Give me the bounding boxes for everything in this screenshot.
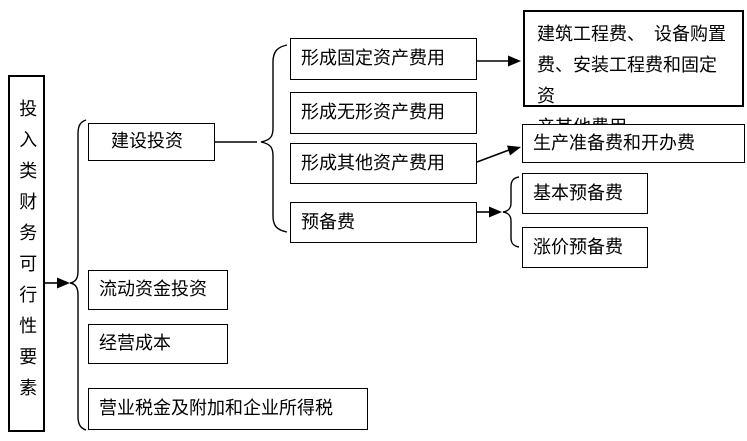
node-construction-equipment-detail: 建筑工程费、 设备购置 费、安装工程费和固定资 产其他费用 [523,10,744,137]
node-label: 形成无形资产费用 [301,102,445,123]
node-business-tax-and-income-tax: 营业税金及附加和企业所得税 [88,388,368,430]
node-label: 经营成本 [99,333,171,354]
node-working-capital-investment: 流动资金投资 [88,270,228,310]
node-basic-reserve-fee: 基本预备费 [522,173,648,214]
arrow-other-to-production [476,145,521,163]
node-reserve-fee: 预备费 [290,202,477,243]
node-label: 流动资金投资 [99,279,207,300]
arrow-fixed-to-detail [477,55,521,67]
node-root-input-feasibility: 投入类财务可行性要素 [8,75,45,432]
node-label: 形成固定资产费用 [301,48,445,69]
node-label: 形成其他资产费用 [301,152,445,173]
node-fixed-asset-cost: 形成固定资产费用 [290,38,477,80]
node-price-increase-reserve-fee: 涨价预备费 [522,227,648,268]
brace-construction [260,44,288,233]
node-operating-cost: 经营成本 [88,324,228,364]
node-other-asset-cost: 形成其他资产费用 [290,143,477,184]
node-construction-investment: 建设投资 [88,123,215,161]
brace-reserve [502,176,520,248]
node-label: 建设投资 [111,131,183,152]
node-label: 涨价预备费 [533,236,623,257]
brace-root [69,119,87,431]
arrow-root-to-brace [45,277,70,289]
node-root-label: 投入类财务可行性要素 [17,98,38,409]
node-intangible-asset-cost: 形成无形资产费用 [290,92,477,134]
node-label: 生产准备费和开办费 [533,132,695,153]
node-production-preparation-fee: 生产准备费和开办费 [522,124,745,163]
node-label: 营业税金及附加和企业所得税 [99,398,333,419]
node-label: 基本预备费 [533,182,623,203]
node-label: 预备费 [301,211,355,232]
arrow-reserve-to-brace [477,206,502,218]
